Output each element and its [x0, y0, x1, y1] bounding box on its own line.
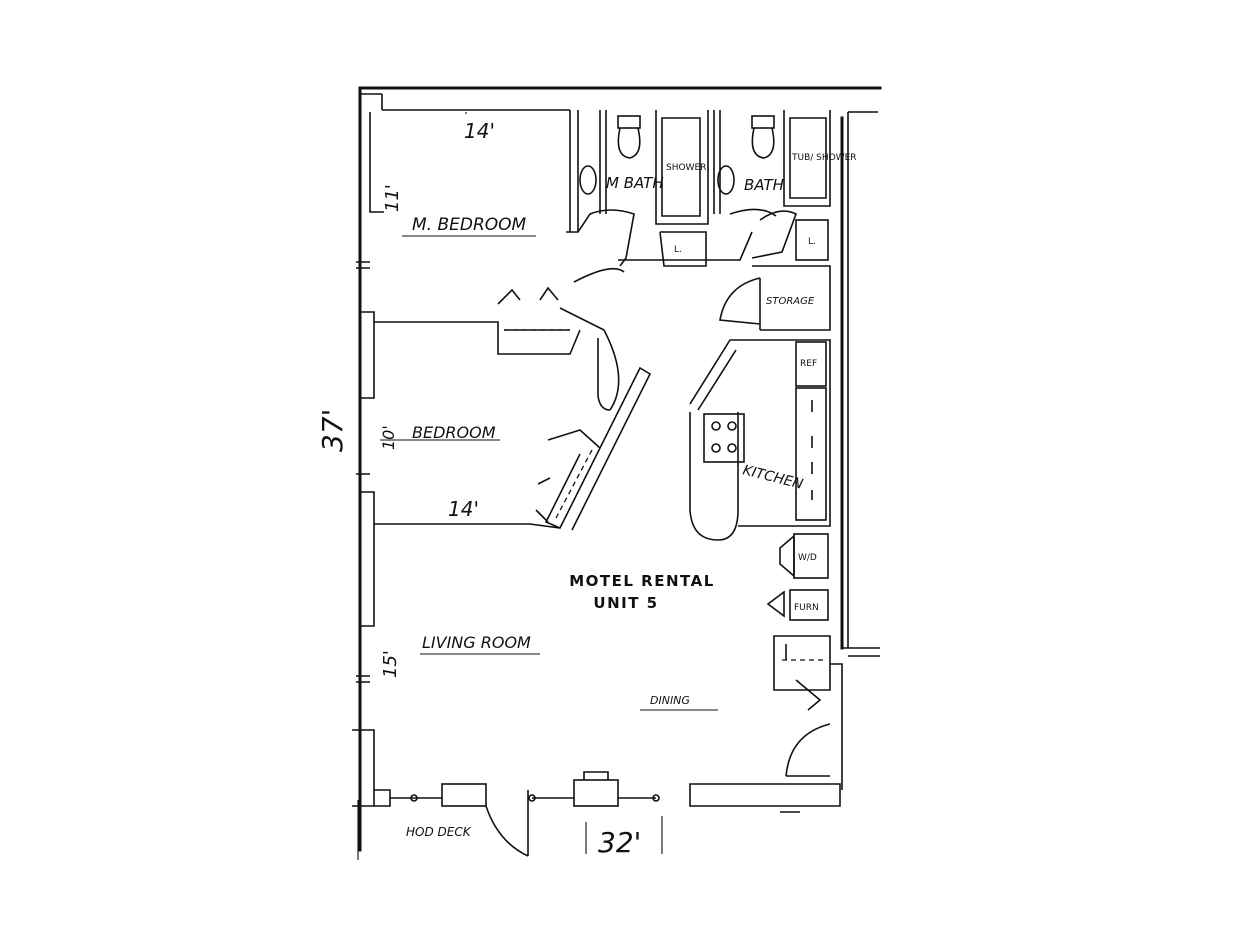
entry-door-swing: [785, 723, 831, 777]
room-label-storage: STORAGE: [766, 296, 815, 307]
dimension-bed-depth: 10': [379, 425, 398, 450]
dimension-bed-width: 14': [448, 497, 479, 521]
dimension-mbed-width: 14': [464, 119, 495, 143]
room-label-deck: HOD DECK: [406, 825, 472, 839]
kitchen-area: [689, 339, 831, 541]
dimension-overall-width: 32': [598, 826, 641, 859]
bathrooms: [569, 110, 831, 331]
dimension-overall-depth: 37': [316, 409, 349, 452]
utility-closets: [766, 533, 831, 711]
fixture-master-shower: SHOWER: [666, 163, 706, 173]
front-door-swing: [485, 790, 529, 857]
dimension-living-depth: 15': [380, 650, 401, 678]
dimension-mbed-depth: 11': [382, 184, 403, 212]
room-label-bath: BATH: [744, 176, 784, 194]
fixture-washer-dryer: W/D: [798, 553, 817, 563]
fixture-tub-shower: TUB/ SHOWER: [791, 153, 857, 163]
room-label-living-room: LIVING ROOM: [422, 633, 531, 652]
fixture-furnace: FURN: [794, 603, 819, 613]
fixture-linen-2: L.: [808, 237, 816, 247]
interior-walls: [374, 209, 652, 531]
plan-title-line2: UNIT 5: [593, 594, 658, 612]
exterior-walls: [352, 86, 882, 852]
room-label-bedroom: BEDROOM: [412, 423, 496, 442]
room-label-dining: DINING: [650, 694, 690, 707]
room-label-master-bath: M BATH: [606, 174, 664, 192]
fixture-linen-1: L.: [674, 245, 682, 255]
label-underlines: [357, 112, 718, 860]
fixture-refrigerator: REF: [800, 359, 817, 369]
plan-title-line1: MOTEL RENTAL: [569, 572, 715, 590]
room-label-master-bedroom: M. BEDROOM: [412, 215, 527, 235]
